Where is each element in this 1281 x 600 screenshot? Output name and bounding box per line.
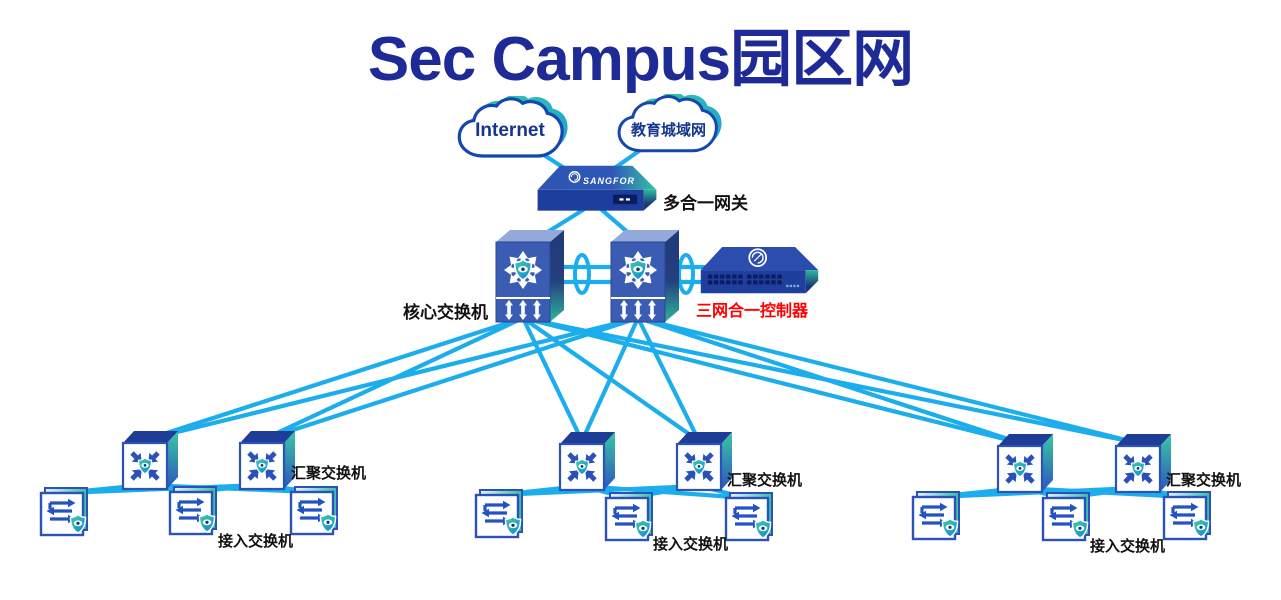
access-switch-label-left: 接入交换机	[218, 533, 294, 550]
core-switch-2-icon	[611, 230, 679, 322]
access-switch-icon	[291, 487, 337, 534]
aggregation-switch-label-right: 汇聚交换机	[1166, 472, 1242, 489]
access-switch-icon	[1043, 493, 1089, 540]
gateway-brand-text: SANGFOR	[583, 176, 635, 186]
access-switch-icon	[41, 488, 87, 535]
access-switch-icon	[170, 487, 216, 534]
aggregation-switch-icon	[677, 432, 732, 490]
core-switch-label: 核心交换机	[403, 303, 488, 322]
aggregation-switch-icon	[240, 431, 295, 489]
access-switch-icon	[476, 490, 522, 537]
gateway-device-icon	[536, 164, 658, 212]
aggregation-switch-icon	[560, 432, 615, 490]
access-switch-icon	[606, 493, 652, 540]
aggregation-switch-icon	[998, 434, 1053, 492]
controller-device-icon	[699, 246, 820, 295]
access-switch-label-middle: 接入交换机	[653, 536, 729, 553]
controller-label: 三网合一控制器	[696, 303, 809, 320]
access-switch-label-right: 接入交换机	[1090, 538, 1166, 555]
aggregation-switch-icon	[1116, 434, 1171, 492]
core-switch-1-icon	[496, 230, 564, 322]
internet-cloud-label: Internet	[475, 120, 545, 141]
link-aggregation-ellipse	[573, 253, 591, 295]
access-switch-icon	[913, 492, 959, 539]
aggregation-switch-icon	[123, 431, 178, 489]
link-aggregation-ellipse	[677, 253, 695, 295]
metro-network-cloud-label: 教育城域网	[630, 122, 706, 139]
gateway-label: 多合一网关	[663, 194, 748, 213]
aggregation-switch-label-middle: 汇聚交换机	[727, 472, 803, 489]
access-switch-icon	[1164, 492, 1210, 539]
aggregation-switch-label-left: 汇聚交换机	[291, 465, 367, 482]
page-title: Sec Campus园区网	[367, 25, 914, 94]
access-switch-icon	[726, 493, 772, 540]
